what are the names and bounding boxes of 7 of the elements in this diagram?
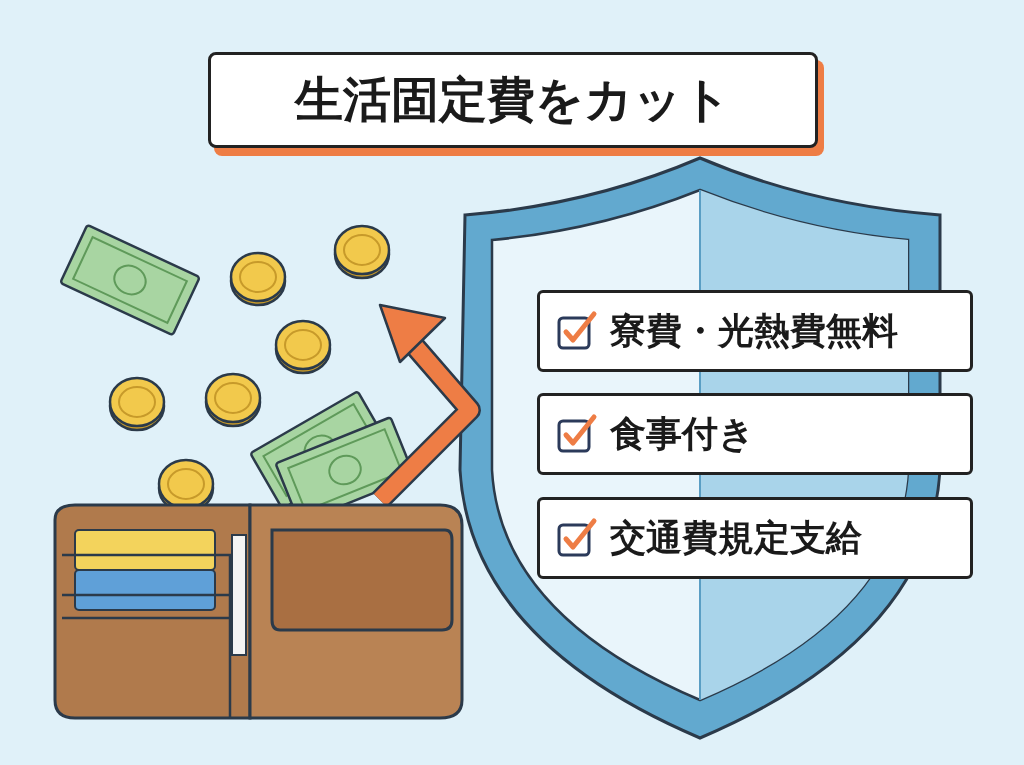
item-label: 寮費・光熱費無料 xyxy=(610,309,898,353)
item-label: 交通費規定支給 xyxy=(610,516,862,560)
title: 生活固定費をカット xyxy=(295,72,731,128)
check-item-box xyxy=(537,497,973,579)
check-item-box xyxy=(537,393,973,475)
item-label: 食事付き xyxy=(610,412,755,456)
check-item-box xyxy=(537,290,973,372)
